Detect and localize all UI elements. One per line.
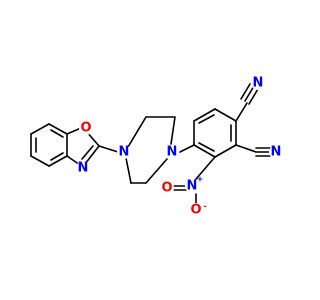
nitrogen-label: N	[253, 76, 264, 91]
triple-bond	[244, 85, 255, 102]
bond	[214, 108, 237, 122]
piperazine-ring	[98, 116, 195, 184]
nitrile-top	[235, 83, 259, 122]
double-bond-inner	[81, 145, 94, 160]
bond	[170, 116, 176, 145]
oxygen-label: O	[80, 121, 91, 136]
triple-bond	[248, 88, 259, 105]
bond	[48, 155, 68, 167]
bond	[48, 123, 68, 135]
bond	[193, 108, 216, 122]
benzene-ring-right	[193, 108, 237, 158]
charge-plus-label: +	[197, 175, 204, 184]
bond	[214, 144, 237, 158]
oxygen-label: O	[161, 181, 172, 196]
bond	[127, 116, 147, 148]
double-bond-inner	[50, 129, 64, 138]
nitrogen-label: N	[167, 145, 178, 160]
bond	[98, 145, 119, 153]
bond	[66, 127, 82, 135]
bond	[195, 156, 216, 180]
structure-canvas: O N N N N + O O - N N	[30, 75, 283, 218]
bond	[30, 155, 50, 167]
nitrogen-label: N	[271, 145, 282, 160]
double-bond-inner	[50, 152, 64, 161]
triple-bond	[240, 83, 251, 100]
double-bond-inner	[198, 114, 215, 124]
bond	[235, 102, 248, 122]
nitrogen-label: N	[78, 161, 89, 176]
nitro-group	[171, 156, 216, 204]
benzene-ring-left	[30, 123, 68, 167]
nitrogen-label: N	[119, 145, 130, 160]
double-bond-inner	[198, 142, 215, 152]
charge-minus-label: -	[203, 202, 206, 211]
bond	[179, 144, 195, 153]
bond	[235, 144, 257, 153]
oxygen-label: O	[190, 203, 201, 218]
molecule-drawing: O N N N N + O O - N N	[30, 76, 283, 218]
bond	[84, 145, 100, 165]
bond	[30, 123, 50, 135]
bond	[145, 158, 168, 184]
nitrogen-label: N	[187, 179, 198, 194]
nitrile-right	[235, 144, 271, 157]
bond	[193, 144, 216, 158]
atom-labels: O N N N N + O O - N N	[76, 76, 283, 218]
bond	[125, 157, 132, 184]
